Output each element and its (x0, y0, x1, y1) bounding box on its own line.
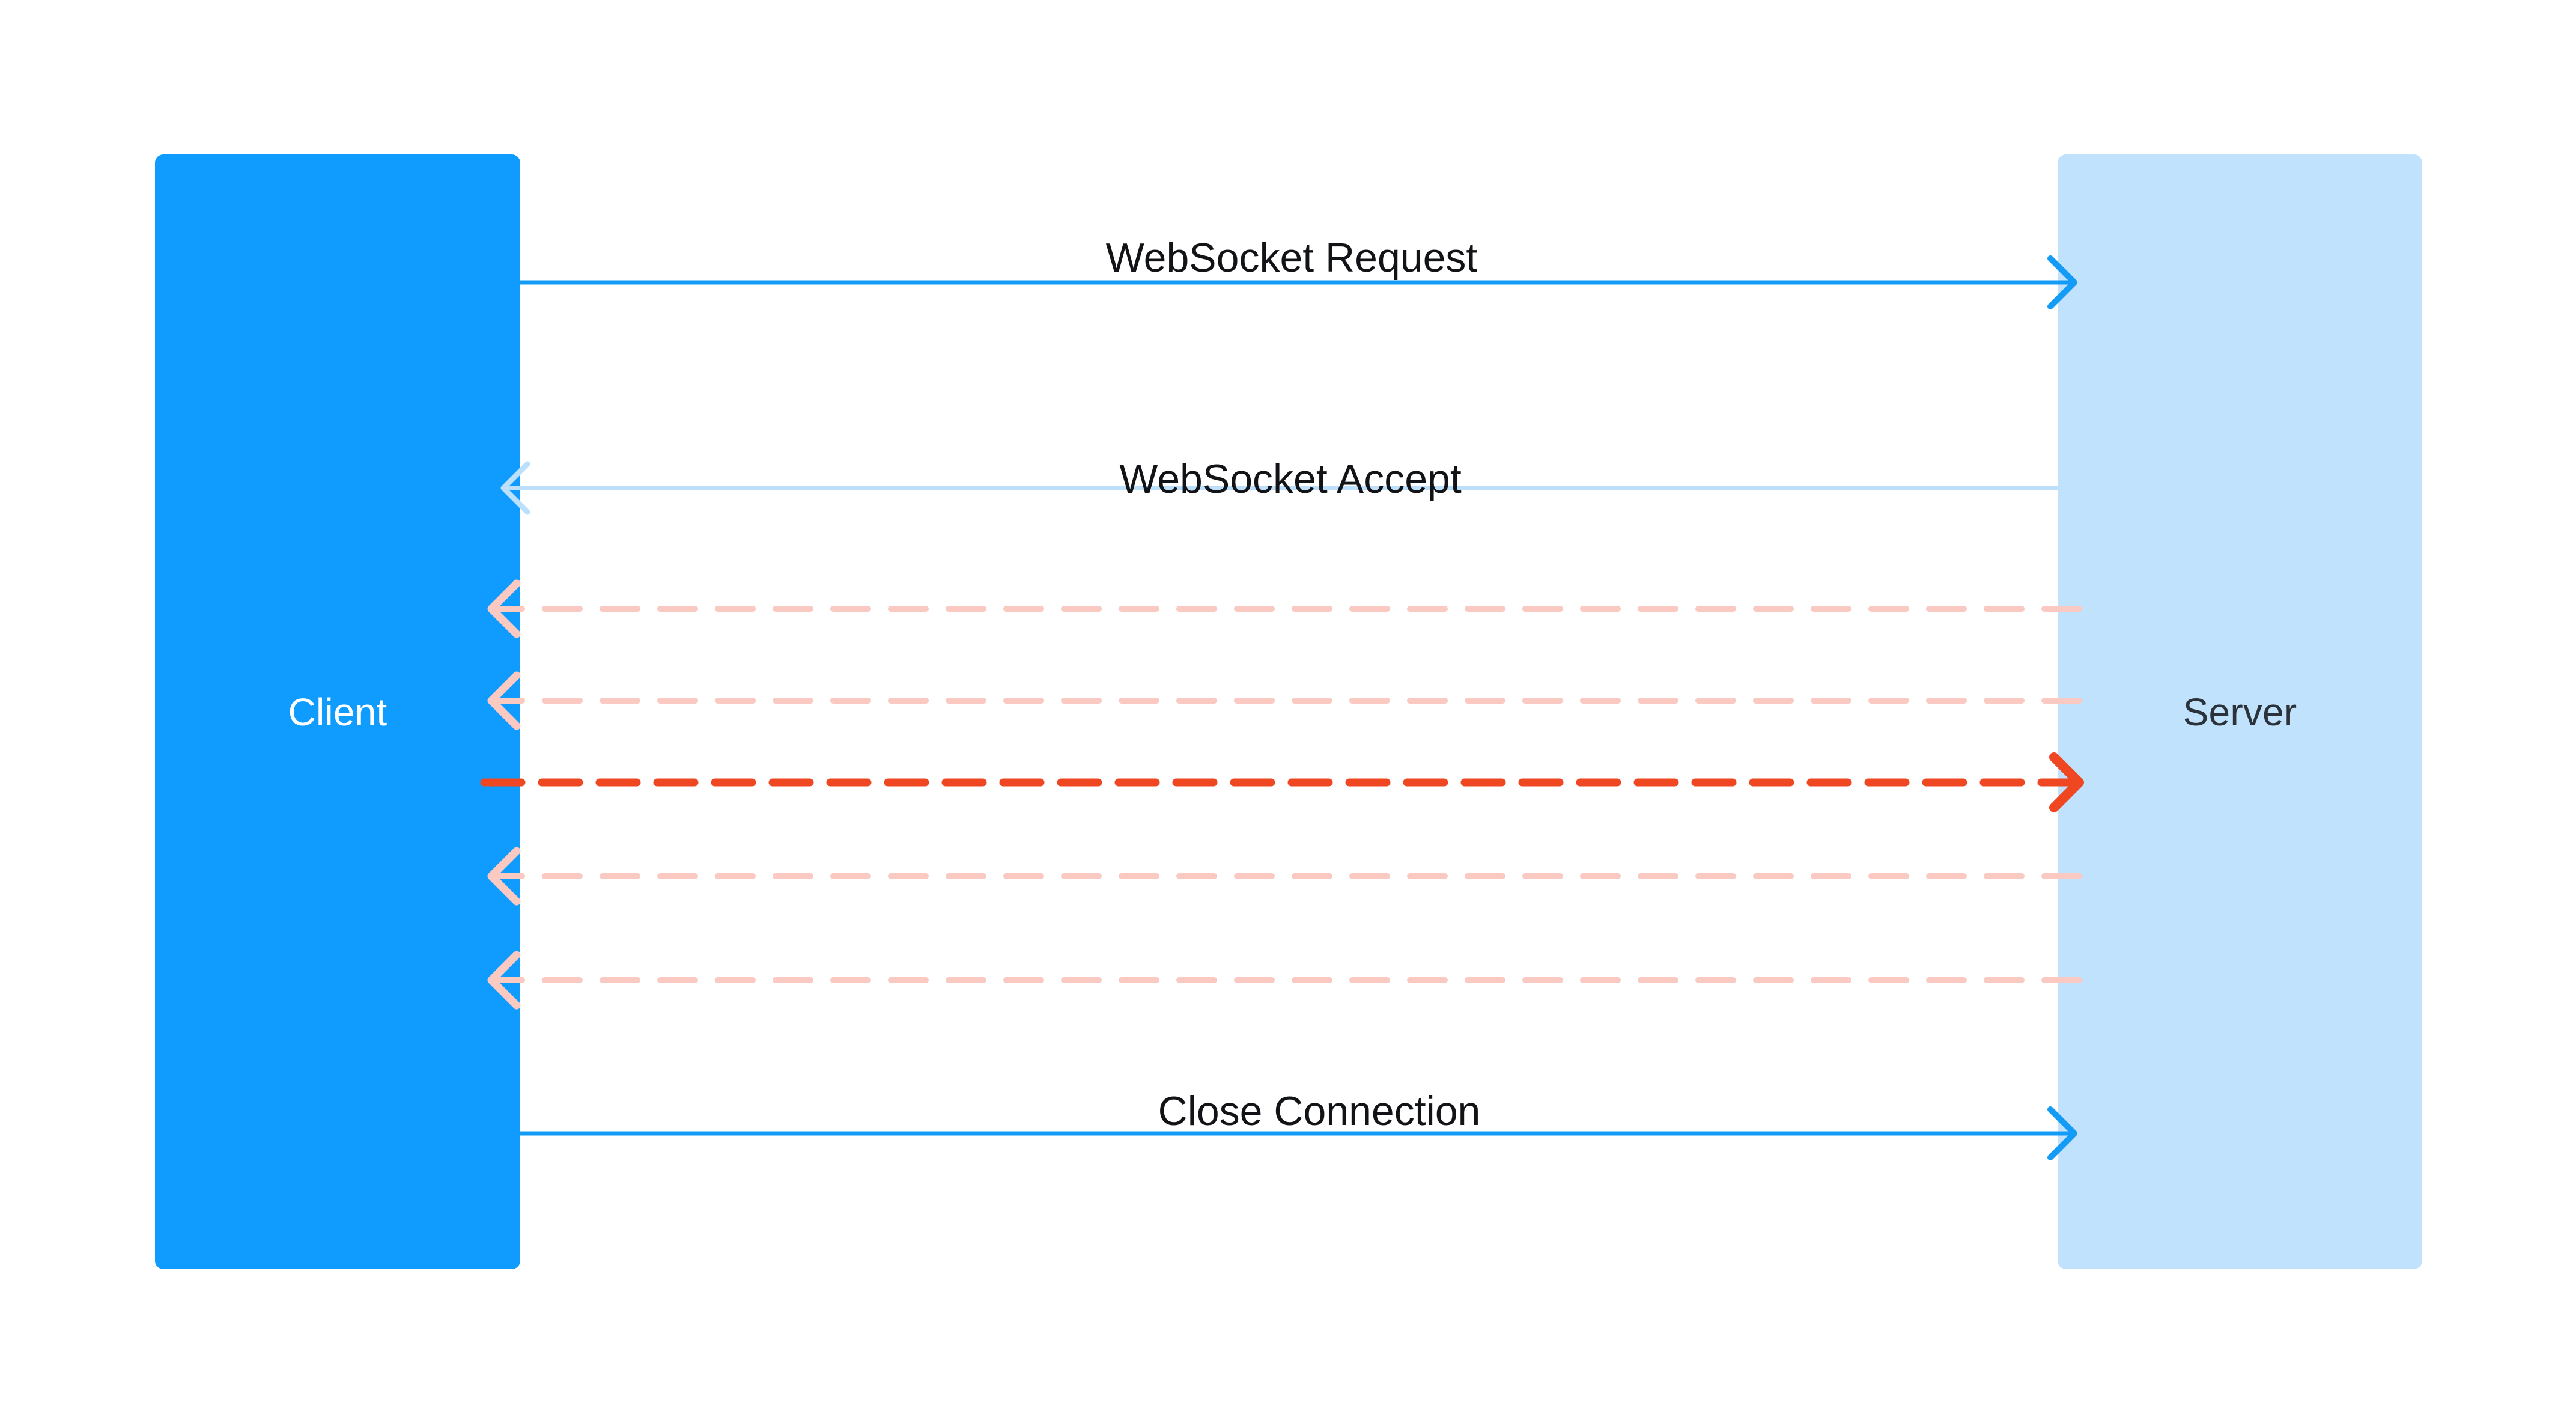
message-label-close-connection: Close Connection (1158, 1088, 1481, 1134)
message-arrow-data-frame-3[interactable] (487, 847, 2082, 906)
lifeline-server-label: Server (2183, 690, 2297, 734)
message-arrow-data-frame-highlight[interactable] (480, 752, 2084, 812)
message-label-websocket-request: WebSocket Request (1105, 235, 1478, 281)
message-arrow-data-frame-2[interactable] (487, 671, 2082, 730)
lifeline-client-label: Client (288, 690, 387, 734)
lifeline-server[interactable]: Server (2058, 154, 2422, 1269)
message-arrow-data-frame-1[interactable] (487, 579, 2082, 638)
message-arrow-data-frame-4[interactable] (487, 951, 2082, 1010)
message-label-websocket-accept: WebSocket Accept (1119, 456, 1462, 502)
lifeline-client[interactable]: Client (155, 154, 520, 1269)
